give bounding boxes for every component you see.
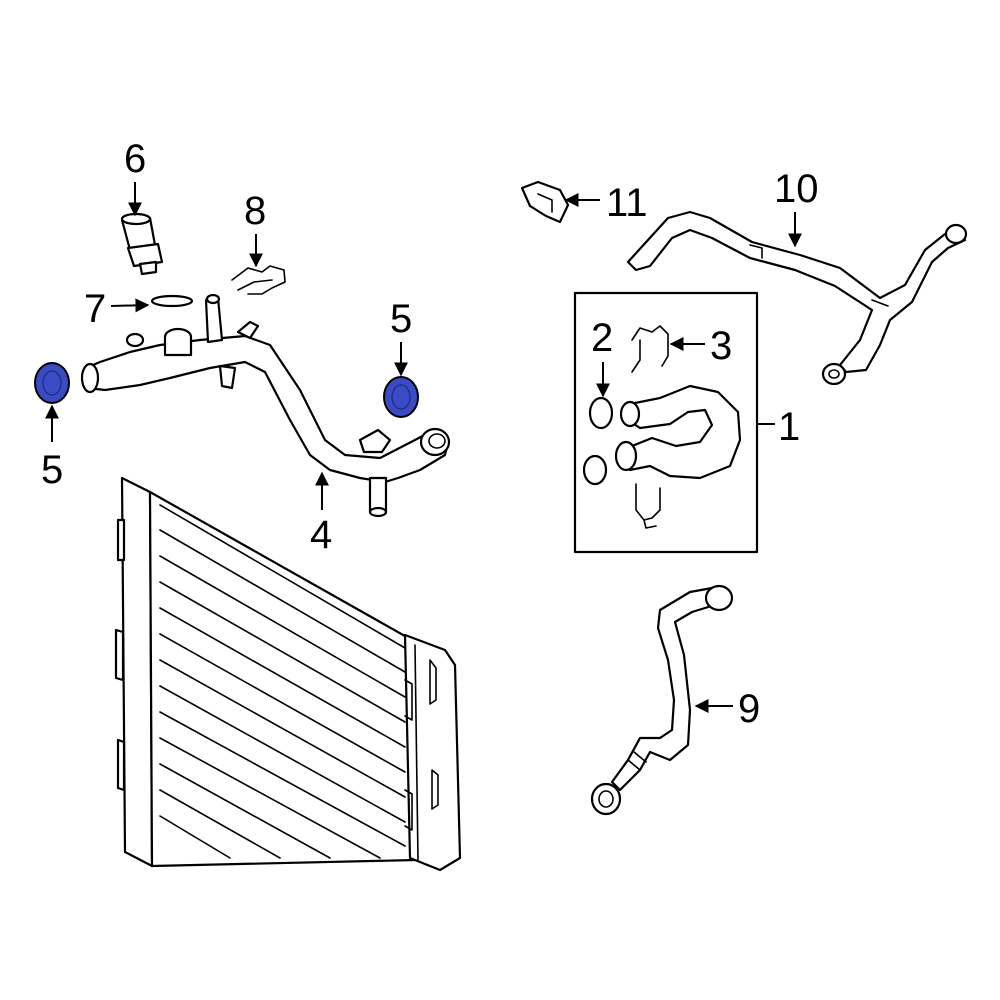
callout-labels: 1 2 3 4 5 5 6 7 8 9 10 11 — [41, 137, 819, 731]
callout-2: 2 — [591, 316, 613, 360]
seal-ring — [150, 294, 194, 308]
retaining-clip — [231, 265, 286, 295]
radiator — [114, 476, 462, 872]
o-ring-left — [34, 362, 70, 404]
lower-hose — [590, 584, 734, 816]
callout-3: 3 — [710, 324, 732, 368]
callout-8: 8 — [244, 189, 266, 233]
callout-4: 4 — [310, 513, 332, 557]
callout-5-left: 5 — [41, 448, 63, 492]
callout-11: 11 — [606, 181, 648, 225]
callout-10: 10 — [774, 167, 819, 211]
callout-5-right: 5 — [390, 297, 412, 341]
temperature-sensor — [120, 212, 164, 276]
callout-7: 7 — [84, 287, 106, 331]
callout-1: 1 — [778, 405, 800, 449]
hose-clamp — [520, 180, 570, 224]
callout-6: 6 — [124, 137, 146, 181]
coolant-hose-assembly — [626, 210, 968, 386]
leader-lines — [45, 182, 802, 713]
coolant-pipe — [80, 293, 451, 518]
hose-kit-box — [573, 291, 759, 554]
o-ring-right — [383, 376, 419, 418]
callout-9: 9 — [738, 687, 760, 731]
